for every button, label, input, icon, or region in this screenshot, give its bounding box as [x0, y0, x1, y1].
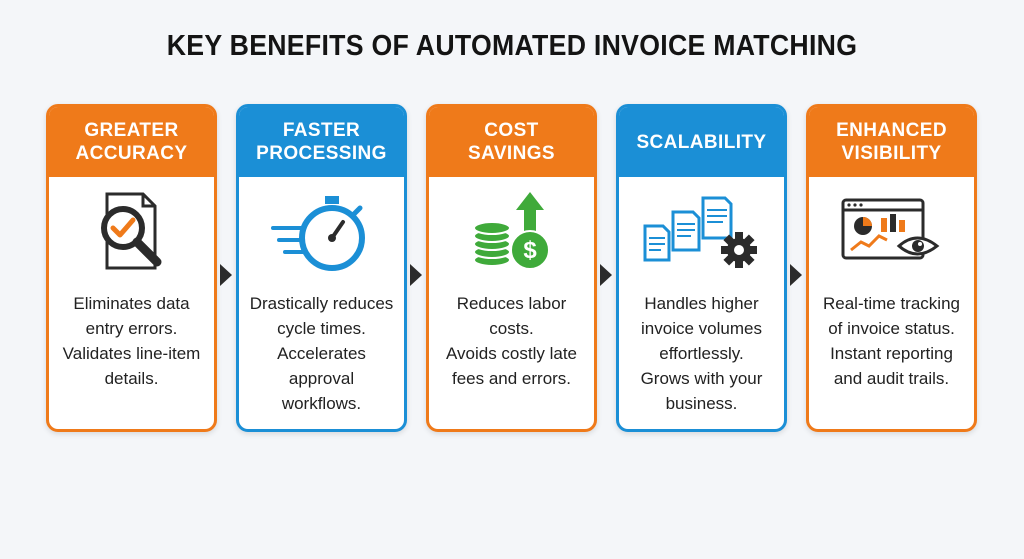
benefit-card-cost: COST SAVINGS $ Reduces labor costs. Avoi… — [426, 104, 597, 432]
chevron-right-icon — [790, 264, 802, 286]
card-heading: SCALABILITY — [619, 107, 784, 177]
documents-gear-icon — [619, 177, 784, 289]
page-title: KEY BENEFITS OF AUTOMATED INVOICE MATCHI… — [166, 30, 858, 62]
benefit-card-accuracy: GREATER ACCURACY Eliminates data entry e… — [46, 104, 217, 432]
stopwatch-icon — [239, 177, 404, 289]
card-heading: ENHANCED VISIBILITY — [809, 107, 974, 177]
magnifier-checkmark-document-icon — [49, 177, 214, 289]
benefit-card-processing: FASTER PROCESSING Drastically reduces cy… — [236, 104, 407, 432]
chevron-right-icon — [220, 264, 232, 286]
chevron-right-icon — [410, 264, 422, 286]
card-heading: GREATER ACCURACY — [49, 107, 214, 177]
dashboard-eye-icon — [809, 177, 974, 289]
benefit-card-scalability: SCALABILITY — [616, 104, 787, 432]
coins-dollar-arrow-icon: $ — [429, 177, 594, 289]
benefit-card-visibility: ENHANCED VISIBILITY Real-time tracking o… — [806, 104, 977, 432]
card-description: Handles higher invoice volumes effortles… — [640, 294, 763, 413]
card-heading: COST SAVINGS — [429, 107, 594, 177]
card-description: Real-time tracking of invoice status. In… — [823, 294, 960, 388]
svg-text:$: $ — [523, 237, 537, 264]
card-heading: FASTER PROCESSING — [239, 107, 404, 177]
benefits-row: GREATER ACCURACY Eliminates data entry e… — [0, 104, 1024, 434]
card-description: Drastically reduces cycle times. Acceler… — [249, 294, 394, 413]
card-description: Eliminates data entry errors. Validates … — [62, 294, 201, 388]
chevron-right-icon — [600, 264, 612, 286]
card-description: Reduces labor costs. Avoids costly late … — [445, 294, 578, 388]
